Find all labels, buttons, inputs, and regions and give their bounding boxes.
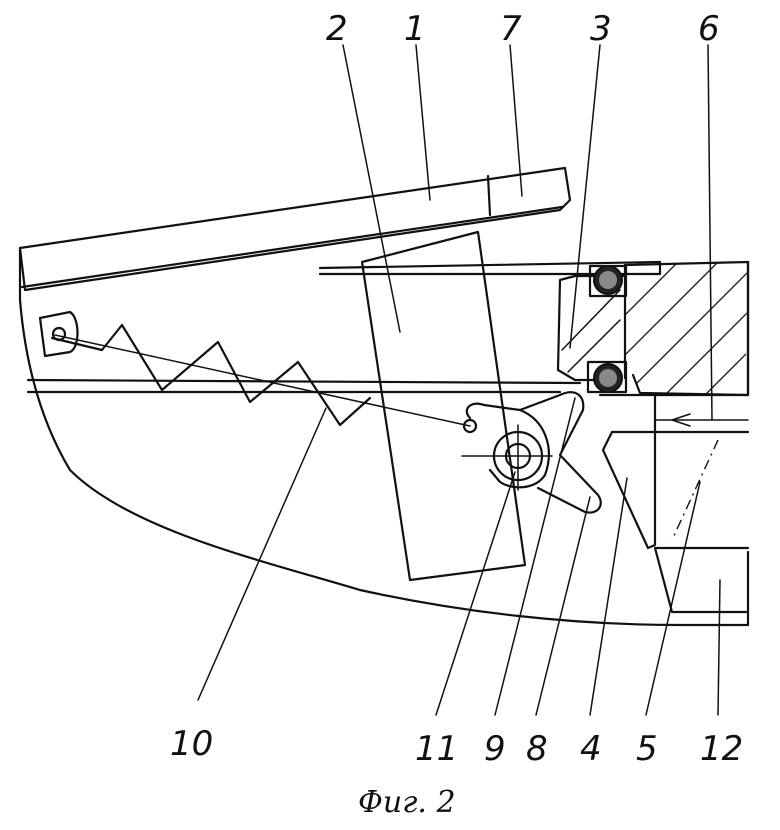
lever-8 — [518, 391, 602, 514]
callout-9: 9 — [484, 729, 506, 769]
callout-3: 3 — [590, 9, 612, 49]
callout-2: 2 — [326, 9, 348, 49]
cam-9 — [462, 402, 550, 489]
latch-4 — [601, 430, 657, 550]
figure-caption: Фиг. 2 — [358, 785, 456, 820]
seal-ring-upper — [588, 264, 628, 298]
callout-10: 10 — [170, 724, 213, 764]
callout-7: 7 — [500, 9, 522, 49]
pedal-stem — [360, 230, 527, 582]
callout-12: 12 — [700, 729, 743, 769]
housing-outline — [18, 246, 750, 627]
leader-lines — [197, 44, 721, 716]
callout-4: 4 — [580, 729, 602, 769]
axle-11 — [461, 424, 553, 491]
block-5-12 — [653, 430, 750, 614]
callout-8: 8 — [526, 729, 548, 769]
spring-10 — [38, 310, 471, 427]
callout-1: 1 — [404, 9, 426, 49]
callouts: 2 1 7 3 6 10 11 9 8 4 5 12 — [170, 9, 743, 769]
callout-5: 5 — [636, 729, 658, 769]
callout-6: 6 — [698, 9, 720, 49]
channel-6 — [598, 393, 750, 434]
seal-ring-lower — [586, 360, 628, 394]
pedal-plate — [18, 166, 572, 292]
callout-11: 11 — [415, 729, 458, 769]
